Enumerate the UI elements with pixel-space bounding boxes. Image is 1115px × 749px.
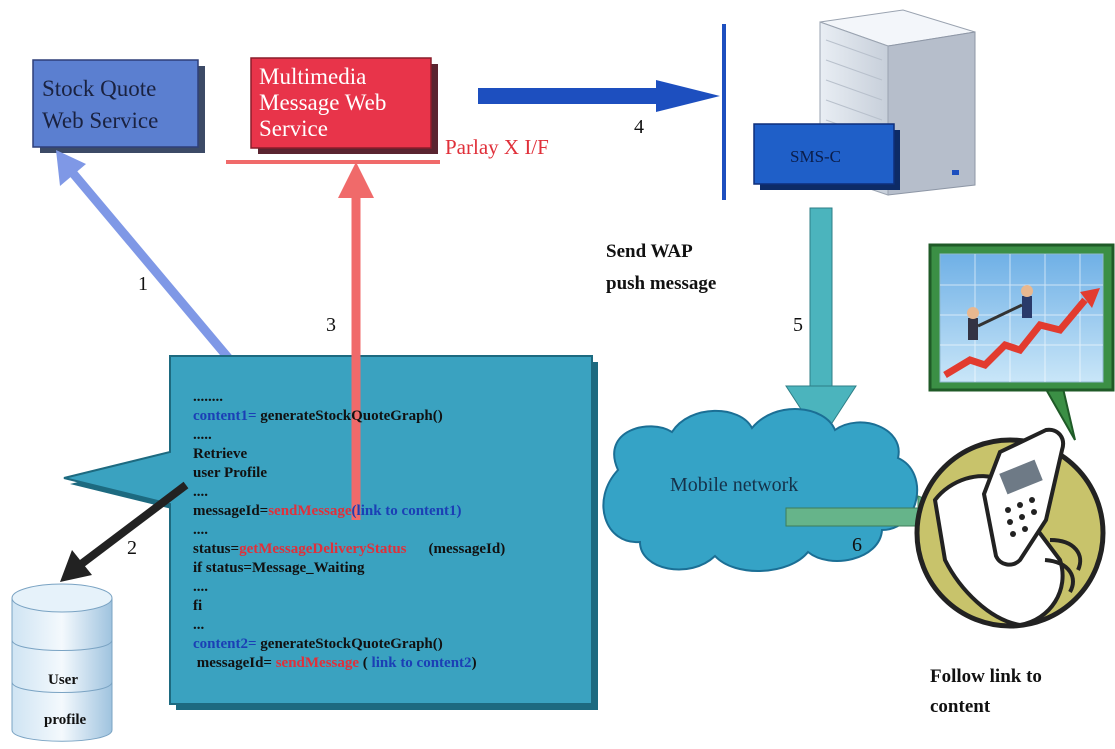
stock-growth-picture bbox=[928, 243, 1115, 441]
code-line: Retrieve bbox=[193, 446, 248, 462]
code-line: .... bbox=[193, 579, 208, 595]
phone-icon bbox=[914, 427, 1106, 629]
code-line: ..... bbox=[193, 427, 212, 443]
smsc-box: SMS-C bbox=[753, 123, 900, 190]
code-line: fi bbox=[193, 598, 203, 614]
multimedia-message-web-service-box: Multimedia Message Web Service bbox=[250, 57, 438, 154]
follow-link-label-line2: content bbox=[930, 696, 991, 717]
step-5-arrow bbox=[785, 207, 857, 441]
stock-quote-label-line1: Stock Quote bbox=[42, 76, 156, 101]
step-number-3: 3 bbox=[326, 314, 336, 336]
user-profile-label-line1: User bbox=[48, 672, 78, 688]
step-3-arrow bbox=[338, 162, 374, 520]
database-icon bbox=[11, 583, 113, 742]
parlay-interface-label: Parlay X I/F bbox=[445, 135, 549, 159]
step-2-arrow bbox=[60, 481, 189, 582]
code-line: messageId= sendMessage ( link to content… bbox=[196, 655, 477, 671]
multimedia-label-line3: Service bbox=[259, 116, 328, 141]
step-number-5: 5 bbox=[793, 314, 803, 336]
multimedia-label-line2: Message Web bbox=[259, 90, 386, 115]
step-number-1: 1 bbox=[138, 273, 148, 295]
follow-link-label-line1: Follow link to bbox=[930, 666, 1042, 687]
code-line: status=getMessageDeliveryStatus(messageI… bbox=[193, 541, 506, 557]
step-number-2: 2 bbox=[127, 537, 137, 559]
code-line: ... bbox=[193, 617, 205, 633]
user-profile-label-line2: profile bbox=[44, 712, 87, 728]
multimedia-label-line1: Multimedia bbox=[259, 64, 366, 89]
code-line: messageId=sendMessage(link to content1) bbox=[193, 503, 462, 519]
code-line: content1= generateStockQuoteGraph() bbox=[193, 408, 443, 424]
step-number-4: 4 bbox=[634, 116, 644, 138]
code-line: content2= generateStockQuoteGraph() bbox=[193, 636, 443, 652]
stock-quote-label-line2: Web Service bbox=[42, 108, 158, 133]
code-callout-shape bbox=[63, 355, 598, 710]
code-line: ........ bbox=[193, 389, 223, 405]
step-number-6: 6 bbox=[852, 534, 862, 556]
code-line: user Profile bbox=[193, 465, 268, 481]
mobile-network-label: Mobile network bbox=[670, 474, 798, 496]
send-wap-label-line1: Send WAP bbox=[606, 241, 693, 262]
stock-quote-web-service-box: Stock Quote Web Service bbox=[32, 59, 205, 153]
step-4-arrow bbox=[478, 80, 720, 112]
smsc-label: SMS-C bbox=[790, 147, 841, 166]
cloud-icon bbox=[602, 408, 919, 572]
code-line: .... bbox=[193, 484, 208, 500]
pseudo-code-listing: ........ content1= generateStockQuoteGra… bbox=[193, 388, 598, 673]
send-wap-label-line2: push message bbox=[606, 273, 716, 294]
code-line: .... bbox=[193, 522, 208, 538]
code-line: if status=Message_Waiting bbox=[193, 560, 365, 576]
